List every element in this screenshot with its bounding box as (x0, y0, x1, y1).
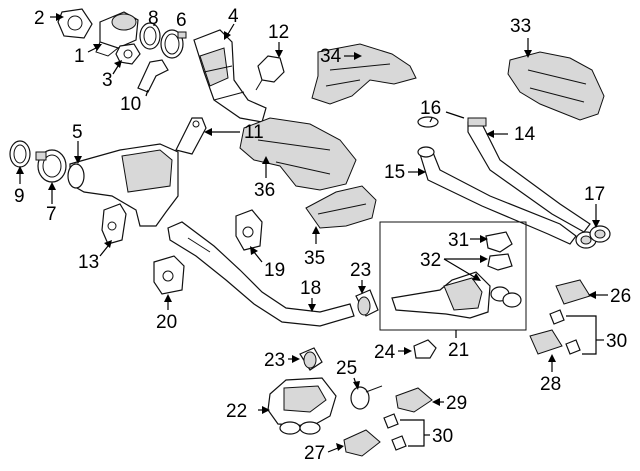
part-hanger-11 (175, 117, 207, 155)
callout-27: 27 (304, 443, 325, 464)
part-sensor-24 (413, 339, 437, 359)
callout-9: 9 (14, 186, 25, 207)
assembly-box-21 (379, 221, 527, 331)
part-heatshield-36 (239, 117, 357, 191)
callout-34: 34 (320, 46, 342, 67)
callout-10: 10 (120, 94, 141, 115)
callout-3: 3 (102, 70, 113, 91)
part-gasket-16 (417, 116, 439, 128)
part-ring-8 (139, 22, 161, 50)
callout-21: 21 (448, 340, 469, 361)
callout-29: 29 (446, 393, 467, 414)
callout-8: 8 (148, 8, 159, 29)
part-cover-26 (555, 279, 591, 305)
part-clamp-7 (35, 149, 67, 183)
part-downpipe-4 (193, 29, 267, 123)
callout-26: 26 (610, 286, 631, 307)
part-converter-5 (67, 143, 179, 227)
callout-5: 5 (72, 122, 83, 143)
part-pipe-15 (417, 146, 577, 245)
part-sleeve-23-upper (355, 289, 379, 317)
part-tip-29 (395, 387, 433, 413)
part-ring-9 (9, 140, 31, 168)
callout-23-upper: 23 (350, 260, 371, 281)
callout-30-lower: 30 (432, 426, 453, 447)
callout-33: 33 (510, 16, 531, 37)
part-pipe-14 (467, 117, 591, 233)
part-clamp-6 (160, 29, 187, 59)
part-nut-3 (115, 43, 141, 65)
part-bolts-30-lower (383, 413, 407, 451)
part-tip-27 (343, 429, 381, 457)
callout-35: 35 (304, 248, 325, 269)
callout-23-lower: 23 (264, 350, 285, 371)
part-heatshield-35 (305, 185, 377, 229)
callout-4: 4 (228, 6, 239, 27)
callout-2: 2 (34, 8, 45, 29)
part-pipe-18 (167, 221, 355, 327)
callout-11: 11 (244, 122, 264, 143)
part-bracket-10 (137, 59, 169, 93)
part-flange-1 (95, 11, 139, 57)
part-muffler-22 (267, 377, 337, 435)
part-sleeve-23-lower (299, 347, 323, 371)
callout-20: 20 (156, 312, 177, 333)
callout-19: 19 (264, 260, 285, 281)
callout-25: 25 (336, 358, 357, 379)
part-sensor-12 (255, 55, 285, 91)
callout-12: 12 (268, 22, 289, 43)
callout-24: 24 (374, 342, 396, 363)
callout-32: 32 (420, 250, 441, 271)
callout-labels: 2 1 3 8 6 4 12 10 11 33 34 16 14 15 5 9 … (14, 6, 631, 464)
part-gasket-2 (57, 8, 93, 39)
callout-30-right: 30 (606, 331, 627, 352)
callout-14: 14 (514, 124, 536, 145)
part-cover-28 (529, 329, 563, 355)
callout-28: 28 (540, 374, 561, 395)
part-bracket-20 (153, 255, 185, 295)
callout-16: 16 (420, 98, 441, 119)
callout-7: 7 (46, 204, 57, 225)
part-heatshield-34 (311, 43, 417, 105)
callout-17: 17 (584, 184, 605, 205)
part-bolts-30-right (549, 309, 581, 355)
callout-13: 13 (78, 252, 99, 273)
callout-1: 1 (74, 46, 85, 67)
callout-36: 36 (254, 180, 275, 201)
callout-31: 31 (448, 230, 469, 251)
callout-18: 18 (300, 278, 321, 299)
part-clamp-25 (350, 385, 383, 410)
callout-22: 22 (226, 401, 247, 422)
part-tips-17 (575, 225, 611, 249)
callout-15: 15 (384, 162, 405, 183)
part-mount-13 (101, 203, 127, 245)
part-heatshield-33 (507, 51, 605, 121)
part-bracket-19 (235, 209, 263, 251)
callout-6: 6 (176, 10, 187, 31)
leader-lines (16, 13, 608, 453)
